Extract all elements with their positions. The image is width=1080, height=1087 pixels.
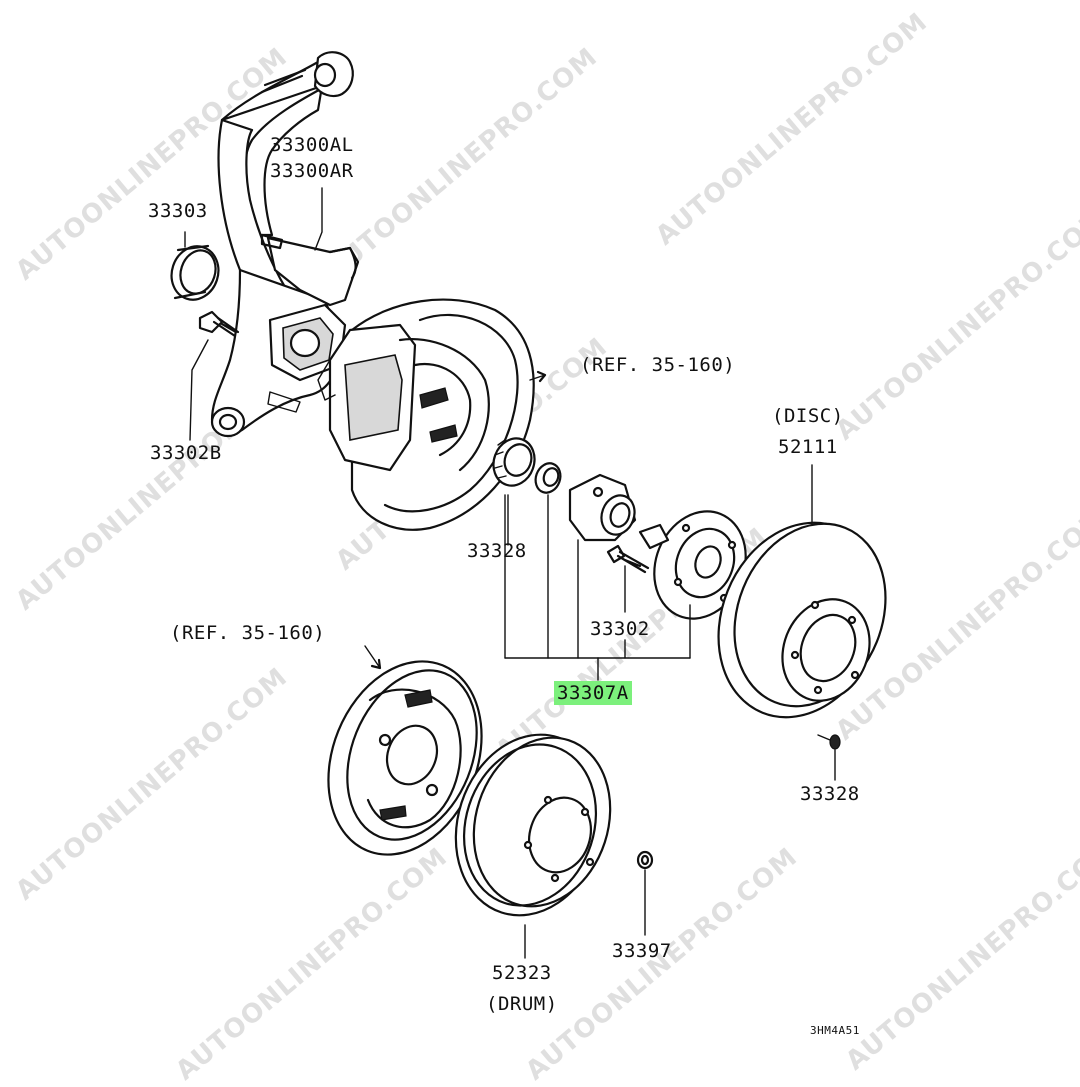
brake-drum-52323 — [454, 733, 612, 959]
label-33303: 33303 — [148, 200, 208, 222]
label-33302: 33302 — [590, 618, 650, 640]
label-ref-lower: (REF. 35-160) — [170, 622, 326, 644]
label-33300ar: 33300AR — [270, 160, 354, 182]
leader-lines — [314, 187, 509, 546]
drawing-code: 3HM4A51 — [810, 1024, 860, 1037]
label-disc-note: (DISC) — [772, 405, 844, 427]
backing-plate-lower — [327, 645, 483, 856]
bearing-race — [534, 462, 562, 494]
label-33302b: 33302B — [150, 442, 222, 464]
bearing-33328 — [492, 437, 536, 487]
label-52323: 52323 — [492, 962, 552, 984]
nut-33328 — [817, 734, 841, 781]
backing-plate-upper — [317, 298, 547, 531]
label-33307a-highlighted: 33307A — [554, 681, 632, 705]
label-52111: 52111 — [778, 436, 838, 458]
drive-flange — [638, 510, 747, 620]
label-33328-bearing: 33328 — [467, 540, 527, 562]
label-33300al: 33300AL — [270, 134, 354, 156]
label-33397: 33397 — [612, 940, 672, 962]
washer-33397 — [636, 850, 654, 936]
label-33328-nut: 33328 — [800, 783, 860, 805]
oil-seal-33303 — [170, 231, 220, 301]
label-ref-upper: (REF. 35-160) — [580, 354, 736, 376]
hub-assembly-bracket — [504, 494, 691, 681]
hub-body — [568, 473, 637, 542]
bolt-33302b — [189, 310, 240, 441]
label-drum-note: (DRUM) — [486, 993, 558, 1015]
wheel-bolt-33302 — [606, 544, 650, 574]
brake-disc-52111 — [717, 464, 887, 719]
